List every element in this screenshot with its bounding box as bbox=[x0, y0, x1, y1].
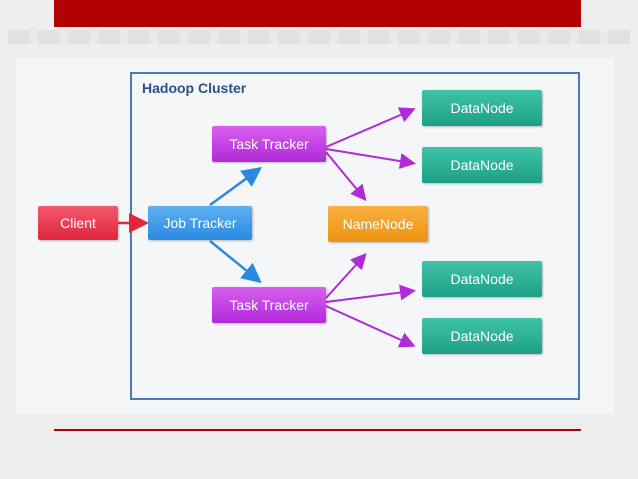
datanode-3: DataNode bbox=[422, 261, 542, 297]
arrow-tt1-to-dn2 bbox=[325, 148, 416, 169]
arrow-jobtracker-to-tasktracker-bottom bbox=[209, 240, 262, 284]
arrow-tt1-to-dn1 bbox=[325, 107, 416, 148]
datanode-2: DataNode bbox=[422, 147, 542, 183]
client-node: Client bbox=[38, 206, 118, 240]
blurred-subtitle bbox=[8, 30, 630, 44]
task-tracker-top-node: Task Tracker bbox=[212, 126, 326, 162]
datanode-4: DataNode bbox=[422, 318, 542, 354]
hadoop-cluster-boundary bbox=[130, 72, 580, 400]
task-tracker-bottom-node: Task Tracker bbox=[212, 287, 326, 323]
namenode-node: NameNode bbox=[328, 206, 428, 242]
arrow-tt1-to-namenode bbox=[325, 151, 367, 202]
arrow-jobtracker-to-tasktracker-top bbox=[209, 167, 263, 207]
slide-header-bar bbox=[54, 0, 581, 27]
cluster-title: Hadoop Cluster bbox=[142, 80, 247, 96]
slide-footer-line bbox=[54, 429, 581, 431]
datanode-1: DataNode bbox=[422, 90, 542, 126]
arrow-tt2-to-dn4 bbox=[325, 305, 416, 348]
job-tracker-node: Job Tracker bbox=[148, 206, 252, 240]
arrow-tt2-to-dn3 bbox=[325, 284, 416, 303]
arrow-tt2-to-namenode bbox=[325, 253, 367, 299]
